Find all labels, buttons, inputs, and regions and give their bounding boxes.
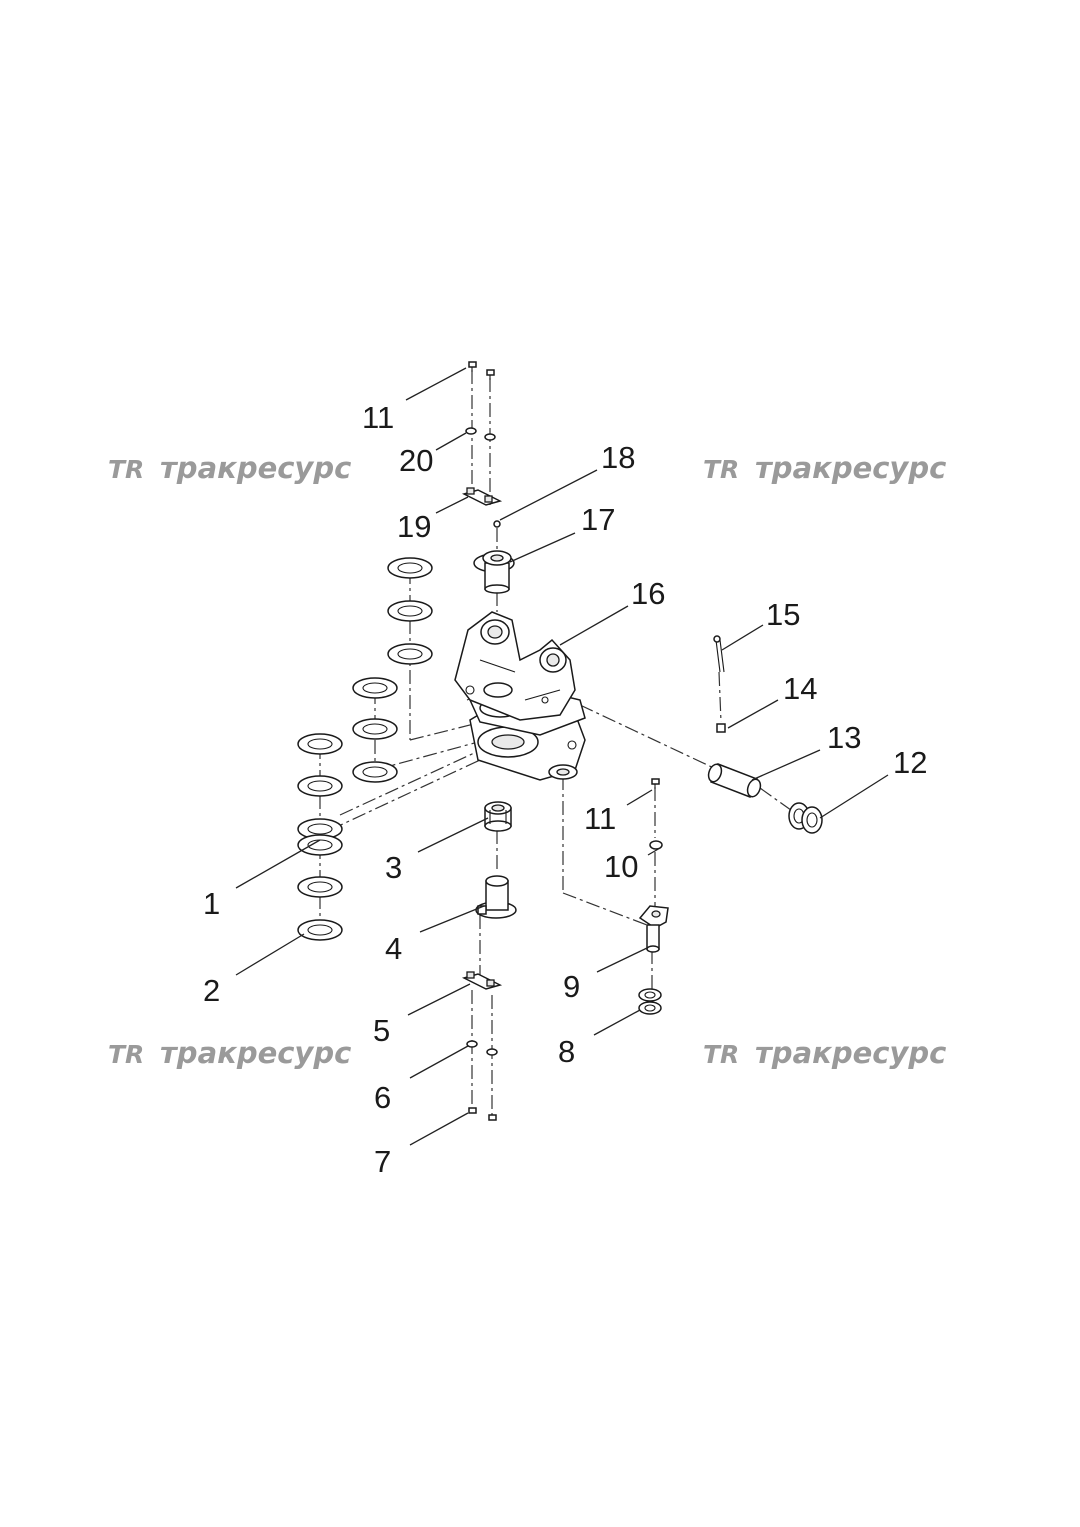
watermark-text: тракресурс: [755, 1036, 946, 1070]
washer-stack-middle[interactable]: [352, 677, 398, 783]
bolt-11-top-right[interactable]: [486, 369, 495, 380]
bolt-7[interactable]: [468, 1107, 497, 1121]
callout-15: 15: [766, 597, 800, 632]
washer-20[interactable]: [465, 427, 496, 441]
callout-3: 3: [385, 850, 402, 885]
callout-19: 19: [397, 509, 431, 544]
watermark-logo: TR: [108, 1040, 144, 1069]
watermark-top-left: TR тракресурс: [108, 451, 351, 485]
nut-10[interactable]: [649, 840, 663, 850]
locking-plate-5[interactable]: [461, 971, 503, 990]
washer-stack-upper[interactable]: [387, 557, 433, 665]
callout-4: 4: [385, 931, 402, 966]
bushing-3[interactable]: [484, 801, 512, 832]
locking-plate-19[interactable]: [461, 487, 503, 506]
callout-10: 10: [604, 849, 638, 884]
bolt-11-top-left[interactable]: [468, 361, 477, 372]
washer-6[interactable]: [466, 1040, 498, 1056]
grease-nipple-18[interactable]: [493, 520, 501, 528]
shim-washer-2[interactable]: [297, 919, 343, 941]
bushing-17[interactable]: [473, 550, 515, 594]
bolt-11-right[interactable]: [651, 778, 660, 789]
washer-8[interactable]: [638, 988, 662, 1015]
callout-8: 8: [558, 1034, 575, 1069]
pivot-pin-4[interactable]: [475, 875, 517, 919]
callout-16: 16: [631, 576, 665, 611]
swivel-bracket-16[interactable]: [454, 611, 586, 781]
callout-2: 2: [203, 973, 220, 1008]
callout-11-top: 11: [362, 400, 394, 435]
split-pin-15[interactable]: [713, 635, 725, 673]
watermark-text: тракресурс: [755, 451, 946, 485]
shim-washer-1[interactable]: [297, 733, 343, 898]
watermark-logo: TR: [108, 455, 144, 484]
watermark-text: тракресурс: [160, 1036, 351, 1070]
leader-lines: [235, 367, 889, 1146]
callout-13: 13: [827, 720, 861, 755]
pin-9[interactable]: [638, 905, 669, 953]
callout-11-right: 11: [584, 801, 616, 836]
washer-12[interactable]: [788, 802, 823, 834]
callout-12: 12: [893, 745, 927, 780]
watermark-bottom-left: TR тракресурс: [108, 1036, 351, 1070]
nut-14[interactable]: [716, 723, 726, 733]
callout-9: 9: [563, 969, 580, 1004]
watermark-logo: TR: [703, 1040, 739, 1069]
callout-1: 1: [203, 886, 220, 921]
pin-13[interactable]: [706, 762, 762, 798]
watermark-top-right: TR тракресурс: [703, 451, 946, 485]
callout-labels: 11 20 18 19 17 16 15 14 13 12 11 10 3 1 …: [203, 400, 927, 1179]
callout-5: 5: [373, 1013, 390, 1048]
watermark-text: тракресурс: [160, 451, 351, 485]
watermark-bottom-right: TR тракресурс: [703, 1036, 946, 1070]
callout-17: 17: [581, 502, 615, 537]
callout-6: 6: [374, 1080, 391, 1115]
callout-7: 7: [374, 1144, 391, 1179]
callout-18: 18: [601, 440, 635, 475]
watermark-logo: TR: [703, 455, 739, 484]
callout-20: 20: [399, 443, 433, 478]
callout-14: 14: [783, 671, 817, 706]
